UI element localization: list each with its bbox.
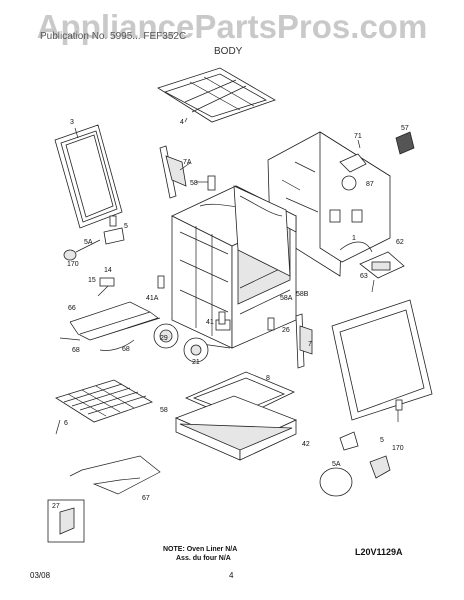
footer-page: 4 [229, 571, 234, 580]
note-line-2: Ass. du four N/A [176, 555, 231, 562]
callout-41: 41 [206, 319, 214, 326]
callout-58-lower: 58 [160, 407, 168, 414]
callout-71: 71 [354, 133, 362, 140]
back-panel [267, 131, 391, 277]
terminal-block-right [339, 241, 405, 293]
callout-7a: 7A [183, 159, 192, 166]
callout-63: 63 [360, 273, 368, 280]
callout-14: 14 [104, 267, 112, 274]
callout-41a: 41A [146, 295, 159, 302]
detail-inset [47, 499, 85, 543]
callout-87: 87 [366, 181, 374, 188]
callout-27: 27 [52, 503, 60, 510]
callout-42: 42 [302, 441, 310, 448]
section-title: BODY [214, 46, 243, 57]
callout-57: 57 [401, 125, 409, 132]
callout-5: 5 [124, 223, 128, 230]
callout-58: 58 [190, 180, 198, 187]
callout-8: 8 [266, 375, 270, 382]
element-bracket [97, 277, 115, 297]
callout-5a-right: 5A [332, 461, 341, 468]
door-glass-panel [331, 299, 433, 421]
wire-clips [157, 275, 226, 325]
callout-68-left: 68 [72, 347, 80, 354]
note-line-1: NOTE: Oven Liner N/A [163, 546, 238, 553]
leveling-leg-right [319, 399, 403, 497]
bake-element [59, 301, 161, 351]
callout-15: 15 [88, 277, 96, 284]
oven-rack [55, 379, 153, 435]
callout-58b: 58B [296, 291, 309, 298]
diagram-code: L20V1129A [355, 547, 403, 557]
callout-67: 67 [142, 495, 150, 502]
callout-26: 26 [282, 327, 290, 334]
terminal-block [153, 323, 209, 363]
callout-21: 21 [192, 359, 200, 366]
callout-62: 62 [396, 239, 404, 246]
callout-68-right: 68 [122, 346, 130, 353]
small-bracket-58 [196, 175, 216, 191]
callout-6: 6 [64, 420, 68, 427]
rating-plate [395, 131, 415, 155]
broil-element [69, 455, 161, 495]
callout-66: 66 [68, 305, 76, 312]
model-header: Publication No. 5995... FEF352C [40, 31, 187, 42]
storage-drawer [174, 395, 298, 461]
top-panel [157, 67, 276, 123]
door-hinge-upper [159, 145, 191, 199]
callout-7: 7 [308, 341, 312, 348]
callout-4: 4 [180, 119, 184, 126]
callout-58a: 58A [280, 295, 293, 302]
callout-1: 1 [352, 235, 356, 242]
watermark: AppliancePartsPros.com [36, 8, 428, 45]
footer-date: 03/08 [30, 571, 51, 580]
insulation-panel [233, 185, 291, 277]
callout-5a: 5A [84, 239, 93, 246]
callout-170-right: 170 [392, 445, 404, 452]
callout-29: 29 [160, 335, 168, 342]
callout-5-right: 5 [380, 437, 384, 444]
leveling-leg-left [63, 215, 125, 261]
callout-170: 170 [67, 261, 79, 268]
callout-3: 3 [70, 119, 74, 126]
door-hinge-lower [267, 313, 313, 369]
oven-door [54, 124, 123, 229]
